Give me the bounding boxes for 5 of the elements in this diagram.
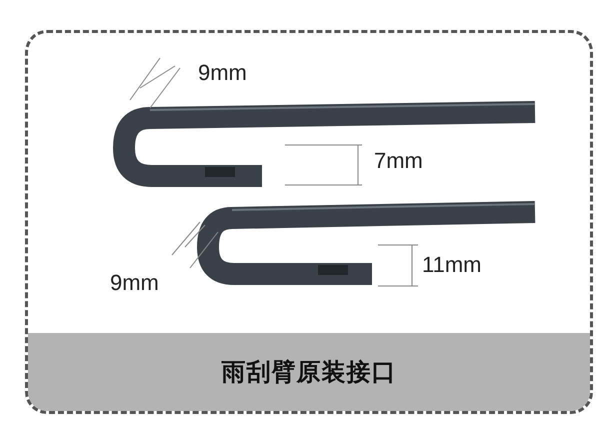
dimension-label: 11mm xyxy=(422,254,482,276)
dimension-label: 9mm xyxy=(198,62,247,84)
caption: 雨刮臂原装接口 xyxy=(222,358,396,388)
dimension-label: 9mm xyxy=(110,272,159,294)
dimension-label: 7mm xyxy=(374,150,423,172)
